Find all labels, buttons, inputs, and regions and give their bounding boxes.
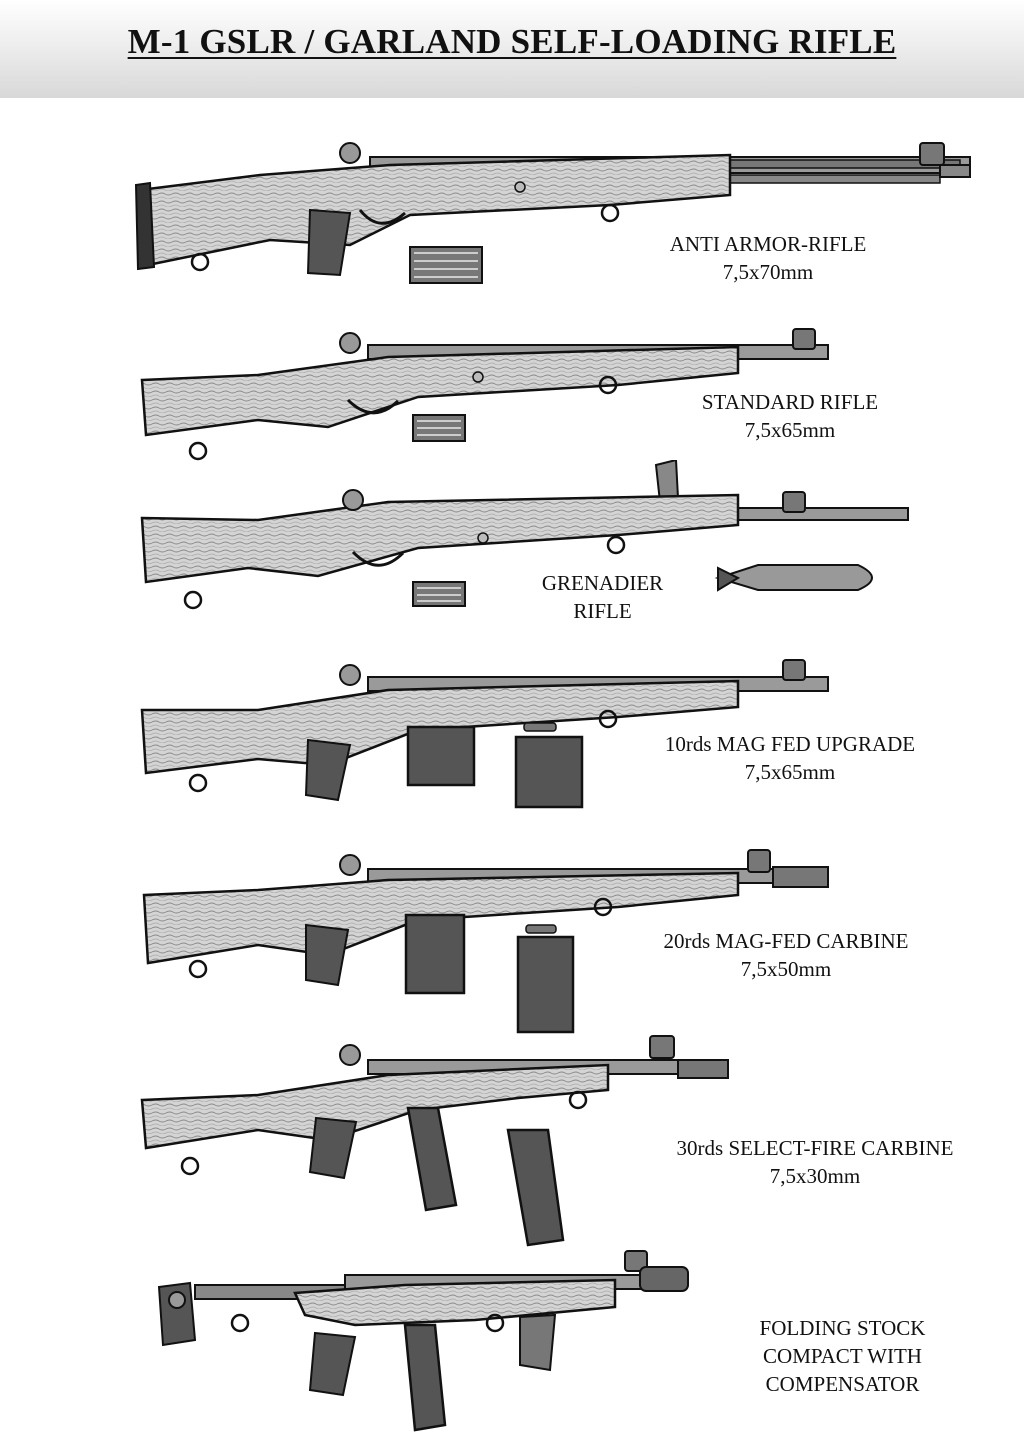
variant-label-carbine-20: 20rds MAG-FED CARBINE 7,5x50mm	[663, 929, 909, 981]
carbine-20-illustration	[142, 849, 829, 1034]
mag-fed-10-illustration	[140, 659, 829, 809]
variant-label-folding-stock: FOLDING STOCK COMPACT WITH COMPENSATOR	[759, 1316, 926, 1396]
variant-label-grenadier: GRENADIER RIFLE	[541, 571, 664, 623]
page-title: M-1 GSLR / GARLAND SELF-LOADING RIFLE	[127, 22, 897, 61]
standard-rifle-illustration	[140, 328, 829, 461]
grenadier-rifle-illustration	[140, 460, 909, 610]
variant-label-select-fire-30: 30rds SELECT-FIRE CARBINE 7,5x30mm	[676, 1136, 954, 1188]
variant-label-anti-armor: ANTI ARMOR-RIFLE 7,5x70mm	[669, 232, 867, 284]
folding-stock-illustration	[157, 1250, 689, 1432]
title-banner	[0, 0, 1024, 98]
variant-label-standard: STANDARD RIFLE 7,5x65mm	[701, 390, 879, 442]
variant-label-mag-fed-10: 10rds MAG FED UPGRADE 7,5x65mm	[664, 732, 916, 784]
select-fire-30-illustration	[140, 1035, 729, 1247]
anti-armor-rifle-illustration	[134, 142, 971, 284]
